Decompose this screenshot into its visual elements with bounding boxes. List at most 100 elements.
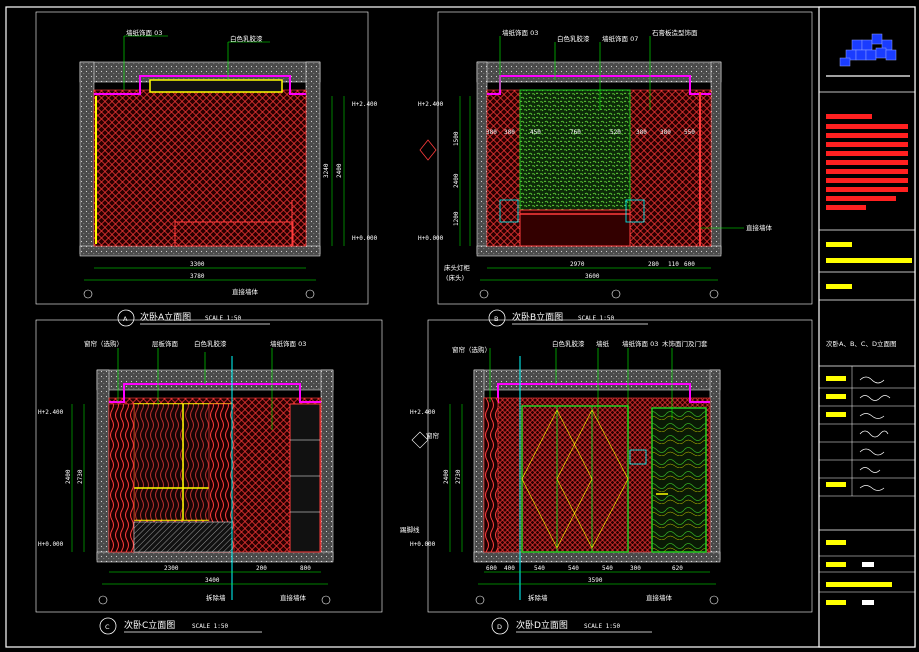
logo-icon bbox=[839, 33, 897, 67]
panel-b-title: 次卧B立面图 bbox=[512, 311, 563, 323]
panel-d-level-1: H+0.000 bbox=[410, 541, 436, 548]
panel-b-ceiling bbox=[476, 61, 722, 83]
panel-b-side-note-1: (床头) bbox=[446, 273, 464, 282]
panel-d-dim-h-0: 600 bbox=[486, 565, 497, 572]
panel-c-wall-right bbox=[320, 369, 334, 561]
panel-b-leader-3: 石膏板造型饰面 bbox=[652, 28, 698, 37]
panel-d-door bbox=[651, 407, 707, 553]
panel-b-dim-row1-5: 380 bbox=[636, 129, 647, 136]
panel-d-callout: D bbox=[497, 623, 502, 631]
panel-c-callout: C bbox=[105, 623, 110, 631]
panel-b-wall-left bbox=[476, 61, 488, 255]
panel-a-ceiling-cove bbox=[94, 75, 306, 95]
panel-a-wallpaper bbox=[93, 89, 307, 247]
panel-d-wall-right bbox=[709, 369, 721, 561]
panel-d-dim-v-0: 2400 bbox=[443, 469, 450, 484]
panel-d-note-1: 踢脚线 bbox=[400, 525, 420, 534]
panel-a-wall-right bbox=[305, 61, 321, 255]
panel-c-sill bbox=[133, 521, 233, 553]
panel-b-dim-row1-4: 520 bbox=[610, 129, 621, 136]
panel-b-dim-row1-0: 380 bbox=[486, 129, 497, 136]
panel-d-leader-4: 木饰面门及门套 bbox=[662, 339, 708, 348]
panel-b-level-1: H+0.000 bbox=[418, 235, 444, 242]
panel-c-note-0: 拆除墙 bbox=[206, 593, 226, 602]
panel-a-leader-0: 墙纸饰面 03 bbox=[126, 28, 162, 37]
panel-c-ceiling bbox=[96, 369, 334, 391]
panel-d-dim-h-3: 540 bbox=[568, 565, 579, 572]
panel-d-scale: SCALE 1:50 bbox=[584, 623, 621, 630]
panel-c-dim-h-3: 800 bbox=[300, 565, 311, 572]
panel-d-dim-h-7: 3590 bbox=[588, 577, 603, 584]
panel-c-dim-h-0: 2300 bbox=[164, 565, 179, 572]
title-block: 次卧A、B、C、D立面图 bbox=[818, 6, 916, 648]
panel-c-ceiling-cove bbox=[109, 383, 321, 403]
panel-b-dim-h-4: 600 bbox=[684, 261, 695, 268]
panel-a-light-trough bbox=[149, 79, 283, 93]
panel-b-dim-v-2: 1200 bbox=[453, 211, 460, 226]
panel-a-gridmark-left bbox=[83, 289, 93, 299]
panel-b-leader-1: 白色乳胶漆 bbox=[557, 34, 590, 43]
panel-b-dim-row1-7: 550 bbox=[684, 129, 695, 136]
panel-d-level-0: H+2.400 bbox=[410, 409, 436, 416]
panel-a-dim-v-0: 3240 bbox=[323, 163, 330, 178]
panel-b-dim-row1-2: 450 bbox=[530, 129, 541, 136]
panel-b-section-mark bbox=[419, 139, 437, 161]
panel-d-dim-h-6: 620 bbox=[672, 565, 683, 572]
panel-c-curtain-left bbox=[108, 403, 135, 553]
panel-a-dim-v-1: 2400 bbox=[336, 163, 343, 178]
panel-a-bed bbox=[174, 221, 294, 247]
panel-c-floor bbox=[96, 551, 334, 563]
panel-c-scale: SCALE 1:50 bbox=[192, 623, 229, 630]
panel-b-level-0: H+2.400 bbox=[418, 101, 444, 108]
panel-c-leader-2: 白色乳胶漆 bbox=[194, 339, 227, 348]
panel-a: 墙纸饰面 03 白色乳胶漆 3240 2400 H+2.400 H+0.000 … bbox=[35, 11, 378, 327]
drawing-title: 次卧A、B、C、D立面图 bbox=[826, 339, 896, 348]
panel-b-leader-0: 墙纸饰面 03 bbox=[502, 28, 538, 37]
title-block-frame bbox=[818, 6, 916, 648]
panel-d-leader-1: 白色乳胶漆 bbox=[552, 339, 585, 348]
panel-b-ceiling-cove bbox=[487, 75, 711, 95]
panel-d-note-0: 窗帘 bbox=[426, 431, 440, 440]
panel-d-dim-h-4: 540 bbox=[602, 565, 613, 572]
panel-a-note: 直接墙体 bbox=[232, 287, 259, 296]
panel-b-dim-h-0: 2970 bbox=[570, 261, 585, 268]
panel-a-title: 次卧A立面图 bbox=[140, 311, 191, 323]
panel-c-frame bbox=[35, 319, 383, 613]
panel-d-dim-h-5: 300 bbox=[630, 565, 641, 572]
panel-d-switch bbox=[629, 449, 647, 465]
panel-b-dim-row1-1: 380 bbox=[504, 129, 515, 136]
panel-b-dim-h-2: 280 bbox=[648, 261, 659, 268]
panel-c-dim-h-1: 3400 bbox=[205, 577, 220, 584]
panel-c-leader-0: 窗帘（选购） bbox=[84, 339, 123, 348]
panel-a-dim-h-0: 3300 bbox=[190, 261, 205, 268]
panel-d-dim-h-2: 540 bbox=[534, 565, 545, 572]
panel-a-callout: A bbox=[123, 315, 128, 323]
panel-a-scale: SCALE 1:50 bbox=[205, 315, 242, 322]
panel-d-floor bbox=[473, 551, 721, 563]
panel-c-level-0: H+2.400 bbox=[38, 409, 64, 416]
panel-c-shelf bbox=[289, 403, 321, 553]
panel-b-frame bbox=[437, 11, 813, 305]
panel-d-dim-v-1: 2730 bbox=[455, 469, 462, 484]
panel-c-dim-v-0: 2400 bbox=[65, 469, 72, 484]
panel-a-floor bbox=[79, 245, 321, 257]
panel-c-leader-1: 层板饰面 bbox=[152, 339, 179, 348]
panel-a-leader-1: 白色乳胶漆 bbox=[230, 34, 263, 43]
panel-c-dim-h-2: 200 bbox=[256, 565, 267, 572]
panel-a-callout-circle bbox=[117, 309, 135, 327]
panel-c-level-1: H+0.000 bbox=[38, 541, 64, 548]
panel-b-dim-v-0: 1500 bbox=[453, 131, 460, 146]
panel-b-dim-row1-3: 760 bbox=[570, 129, 581, 136]
panel-a-level-1: H+0.000 bbox=[352, 235, 378, 242]
panel-a-wall-left bbox=[79, 61, 95, 255]
panel-d-dim-h-1: 400 bbox=[504, 565, 515, 572]
panel-b-lamp bbox=[625, 199, 645, 223]
panel-d-title: 次卧D立面图 bbox=[516, 619, 568, 631]
panel-b-floor bbox=[476, 245, 722, 257]
panel-b: 墙纸饰面 03 白色乳胶漆 墙纸饰面 07 石膏板造型饰面 380 380 45… bbox=[418, 11, 813, 327]
panel-d: 窗帘（选购） 白色乳胶漆 墙纸 墙纸饰面 03 木饰面门及门套 窗帘 2400 … bbox=[400, 319, 813, 635]
panel-c-note-1: 直接墙体 bbox=[280, 593, 307, 602]
panel-b-dim-h-1: 3600 bbox=[585, 273, 600, 280]
panel-b-wall-right bbox=[710, 61, 722, 255]
